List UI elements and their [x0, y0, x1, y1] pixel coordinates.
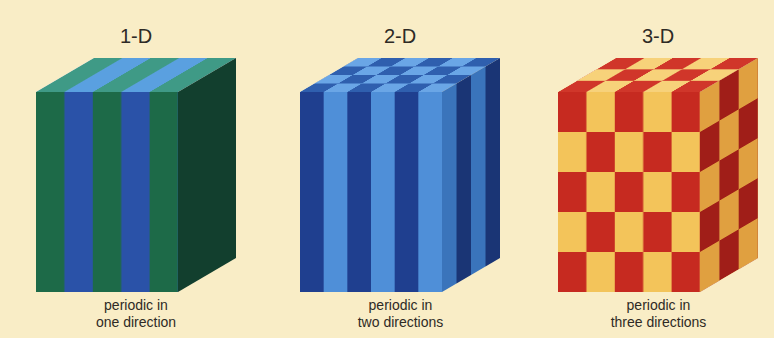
periodicity-caption: periodic in three directions — [610, 297, 707, 331]
cube-1d — [36, 58, 236, 292]
dimension-heading: 1-D — [120, 24, 152, 48]
cube-3d — [558, 58, 758, 292]
cube-2d — [300, 58, 500, 292]
dimension-heading: 3-D — [642, 24, 674, 48]
dimension-heading: 2-D — [384, 24, 416, 48]
periodicity-caption: periodic in two directions — [357, 297, 444, 331]
periodicity-caption: periodic in one direction — [95, 297, 177, 331]
